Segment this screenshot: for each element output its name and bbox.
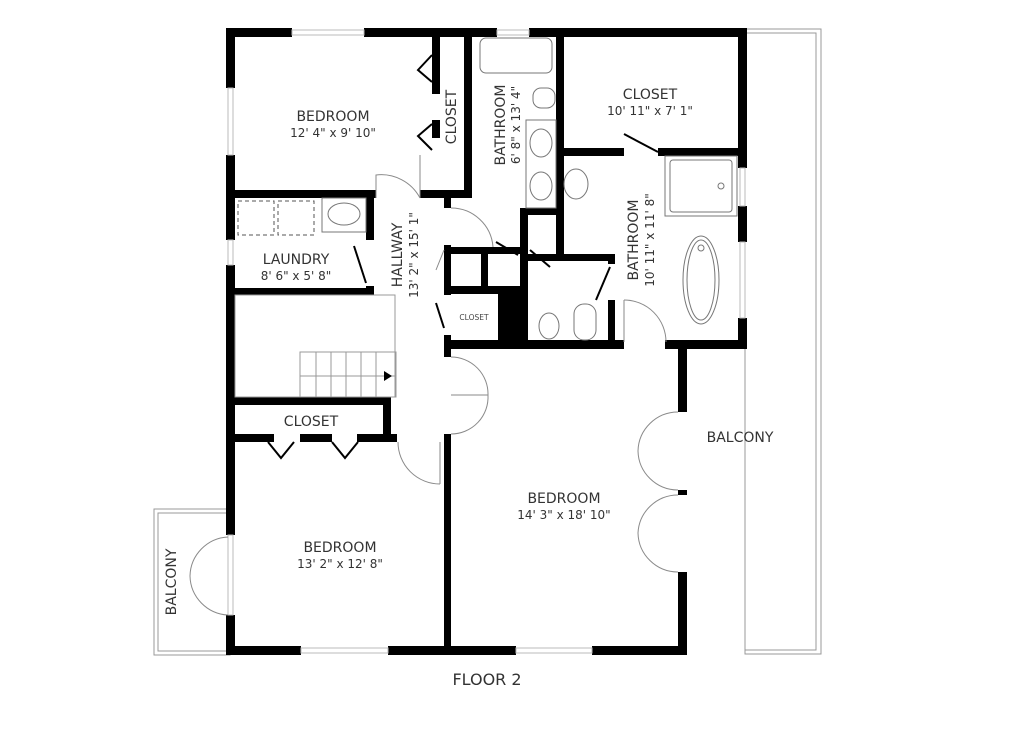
room-name: BEDROOM [303, 540, 376, 556]
bedroom-se: BEDROOM 14' 3" x 18' 10" [517, 491, 610, 522]
bathroom-2: BATHROOM 10' 11" x 11' 8" [626, 193, 657, 286]
room-name: LAUNDRY [263, 252, 330, 268]
room-name: BEDROOM [527, 491, 600, 507]
bedroom-nw: BEDROOM 12' 4" x 9' 10" [290, 109, 376, 140]
doors [189, 54, 679, 616]
room-name: BATHROOM [626, 199, 642, 280]
room-name: CLOSET [623, 87, 678, 103]
bathroom-1: BATHROOM 6' 8" x 13' 4" [493, 84, 523, 165]
closet-ne: CLOSET 10' 11" x 7' 1" [607, 87, 693, 118]
room-dims: 13' 2" x 15' 1" [407, 212, 421, 298]
room-dims: 6' 8" x 13' 4" [509, 86, 523, 164]
room-dims: 10' 11" x 11' 8" [643, 193, 657, 286]
balcony-east: BALCONY [707, 430, 774, 446]
closet-nw: CLOSET [444, 89, 460, 144]
room-name: HALLWAY [390, 222, 406, 287]
windows [227, 29, 746, 654]
room-name: BEDROOM [296, 109, 369, 125]
room-name: CLOSET [459, 313, 489, 322]
balcony-west: BALCONY [164, 548, 180, 615]
room-name: BALCONY [164, 548, 180, 615]
room-dims: 8' 6" x 5' 8" [261, 269, 332, 283]
room-dims: 14' 3" x 18' 10" [517, 508, 610, 522]
room-dims: 12' 4" x 9' 10" [290, 126, 376, 140]
hallway: HALLWAY 13' 2" x 15' 1" [390, 212, 421, 298]
room-name: CLOSET [284, 414, 339, 430]
room-dims: 13' 2" x 12' 8" [297, 557, 383, 571]
fixtures [234, 37, 738, 398]
closet-small: CLOSET [451, 294, 498, 340]
floor-label: FLOOR 2 [452, 670, 521, 689]
laundry: LAUNDRY 8' 6" x 5' 8" [261, 252, 332, 283]
closet-mid: CLOSET [284, 414, 339, 430]
room-name: BATHROOM [493, 84, 509, 165]
walls [226, 28, 747, 655]
bedroom-sw: BEDROOM 13' 2" x 12' 8" [297, 540, 383, 571]
room-dims: 10' 11" x 7' 1" [607, 104, 693, 118]
room-name: BALCONY [707, 430, 774, 446]
room-name: CLOSET [444, 89, 460, 144]
balcony-east-outline [744, 28, 822, 655]
